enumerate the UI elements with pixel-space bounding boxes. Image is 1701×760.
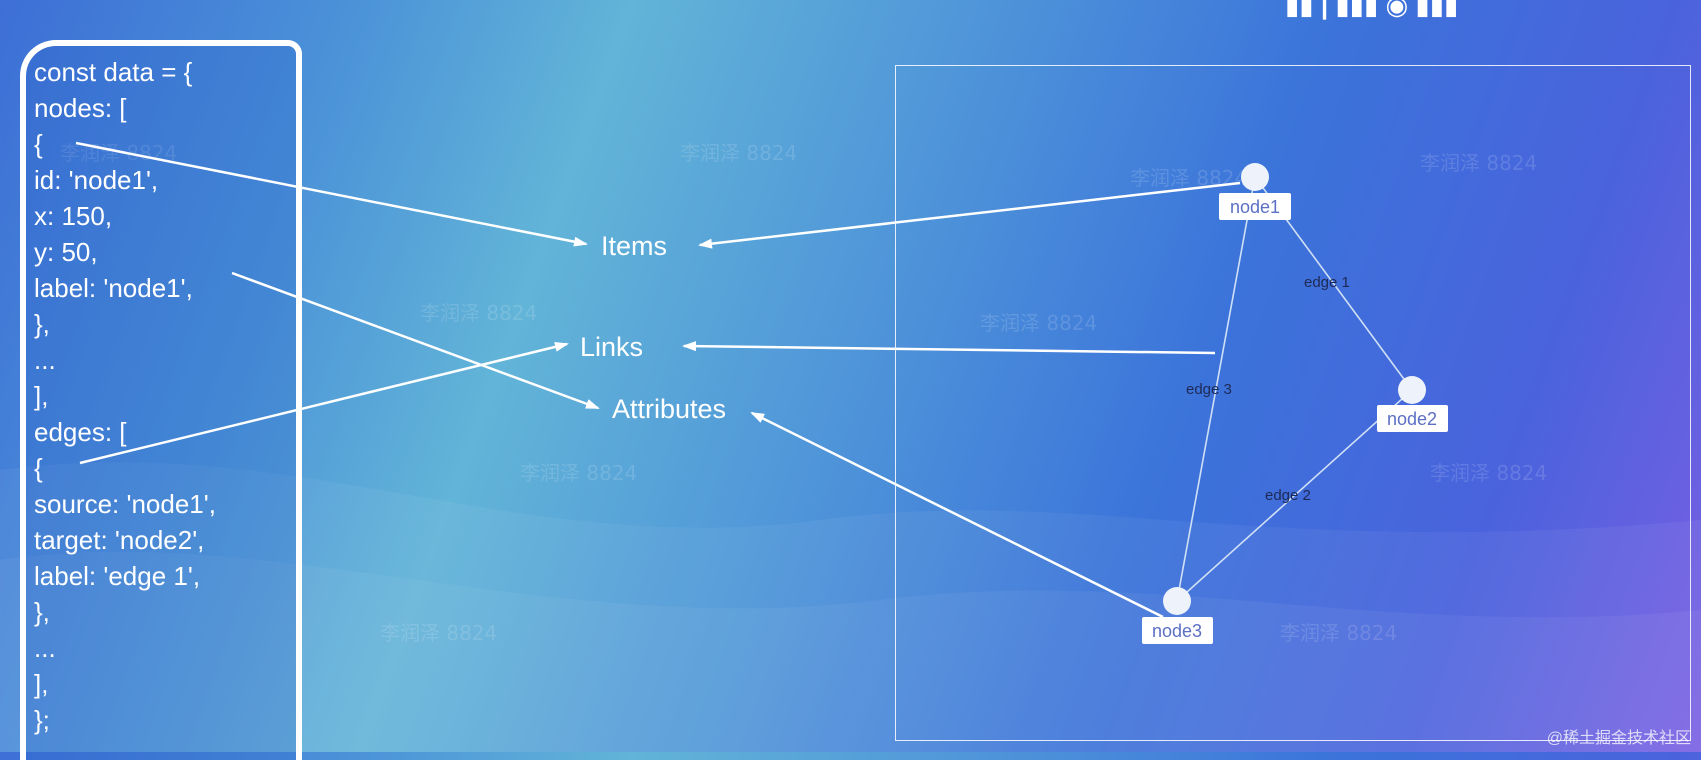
edge-label: edge 2 bbox=[1265, 487, 1311, 504]
graph-canvas-frame bbox=[895, 65, 1691, 741]
code-line: }, bbox=[34, 597, 50, 627]
concept-links: Links bbox=[580, 332, 644, 362]
graph-edge bbox=[1176, 176, 1256, 602]
code-line: y: 50, bbox=[34, 237, 98, 267]
node-label-box bbox=[1377, 405, 1448, 432]
node-label: node1 bbox=[1230, 197, 1280, 217]
edge-label: edge 1 bbox=[1304, 274, 1350, 291]
graph-node-node1: node1 bbox=[1219, 163, 1291, 220]
concept-items: Items bbox=[601, 231, 668, 261]
code-line: { bbox=[34, 129, 43, 159]
arrow-edge-object-to-links bbox=[79, 341, 569, 465]
code-line: ... bbox=[34, 633, 56, 663]
arrow-node3-to-attributes bbox=[750, 411, 1164, 619]
code-line: }, bbox=[34, 309, 50, 339]
watermark: 李润泽 8824 bbox=[1430, 461, 1547, 485]
concept-attributes: Attributes bbox=[612, 394, 727, 424]
node-label: node2 bbox=[1387, 409, 1437, 429]
graph-node-node2: node2 bbox=[1377, 376, 1448, 432]
watermark: 李润泽 8824 bbox=[980, 311, 1097, 335]
node-label-box bbox=[1219, 193, 1291, 220]
code-line: label: 'edge 1', bbox=[34, 561, 201, 591]
node-circle bbox=[1163, 587, 1191, 615]
code-line: const data = { bbox=[34, 57, 193, 87]
graph-node-node3: node3 bbox=[1142, 587, 1213, 644]
watermark: 李润泽 8824 bbox=[60, 141, 177, 165]
watermark: 李润泽 8824 bbox=[680, 141, 797, 165]
code-line: nodes: [ bbox=[34, 93, 127, 123]
arrow-label-to-attributes bbox=[231, 271, 600, 410]
watermark-layer: 李润泽 8824 李润泽 8824 李润泽 8824 李润泽 8824 李润泽 … bbox=[60, 141, 1547, 645]
code-line: target: 'node2', bbox=[34, 525, 205, 555]
node-label-box bbox=[1142, 617, 1213, 644]
watermark: 李润泽 8824 bbox=[380, 621, 497, 645]
graph-edge bbox=[1176, 389, 1413, 602]
node-circle bbox=[1398, 376, 1426, 404]
watermark: 李润泽 8824 bbox=[1280, 621, 1397, 645]
watermark: 李润泽 8824 bbox=[420, 301, 537, 325]
node-circle bbox=[1241, 163, 1269, 191]
edge-label: edge 3 bbox=[1186, 381, 1232, 398]
code-line: edges: [ bbox=[34, 417, 127, 447]
watermark: 李润泽 8824 bbox=[520, 461, 637, 485]
arrow-edge3-to-links bbox=[682, 341, 1216, 355]
code-line: ... bbox=[34, 345, 56, 375]
code-line: source: 'node1', bbox=[34, 489, 216, 519]
node-label: node3 bbox=[1152, 621, 1202, 641]
code-line: ], bbox=[34, 669, 49, 699]
watermark: 李润泽 8824 bbox=[1420, 151, 1537, 175]
arrow-node1-to-items bbox=[698, 181, 1241, 249]
arrow-node-object-to-items bbox=[75, 141, 588, 247]
footer-credit: @稀土掘金技术社区 bbox=[1546, 730, 1691, 747]
brand-logo: ▮▮ | ▮▮▮ ◉ ▮▮▮ bbox=[1285, 0, 1459, 20]
watermark: 李润泽 8824 bbox=[1130, 166, 1247, 190]
mapping-arrows bbox=[75, 141, 1241, 619]
code-line: x: 150, bbox=[34, 201, 113, 231]
code-line: id: 'node1', bbox=[34, 165, 159, 195]
code-line: ], bbox=[34, 381, 49, 411]
code-line: { bbox=[34, 453, 43, 483]
code-block: const data = { nodes: [ { id: 'node1', x: 15… bbox=[34, 54, 216, 738]
code-line: }; bbox=[34, 705, 50, 735]
code-line: label: 'node1', bbox=[34, 273, 193, 303]
